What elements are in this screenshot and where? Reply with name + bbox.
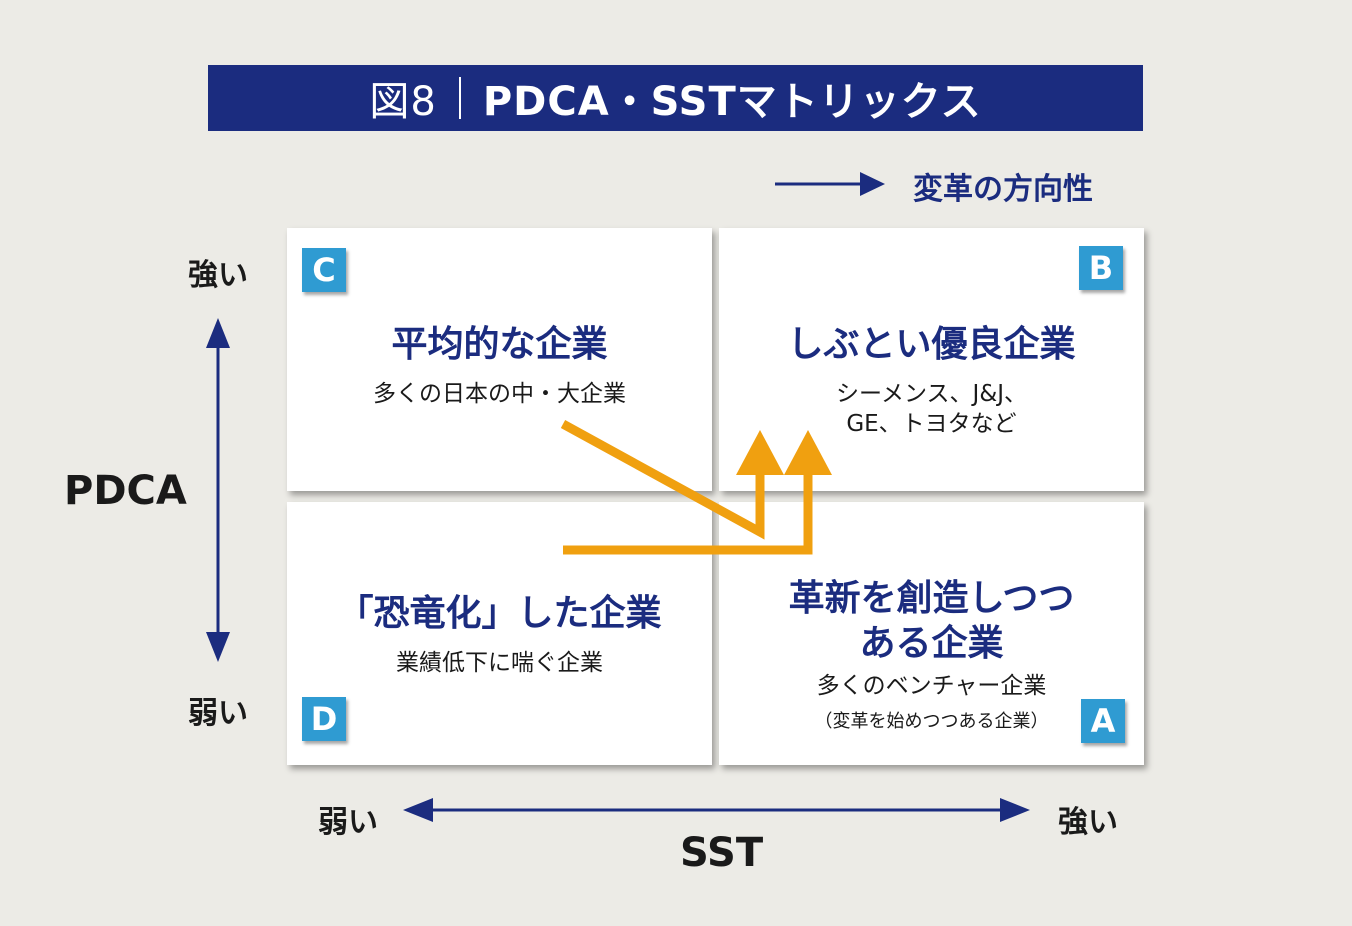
quadrant-a-note: （変革を始めつつある企業） xyxy=(814,711,1049,732)
quadrant-a-title-1: 革新を創造しつつ xyxy=(788,578,1075,619)
quadrant-b-title: しぶとい優良企業 xyxy=(787,324,1076,365)
badge-c: C xyxy=(302,248,346,292)
y-axis-name: PDCA xyxy=(64,468,187,514)
figure-title-bar: 図8 PDCA・SSTマトリックス xyxy=(208,65,1143,131)
figure-title: PDCA・SSTマトリックス xyxy=(482,79,982,125)
badge-d: D xyxy=(302,697,346,741)
quadrant-c: C 平均的な企業 多くの日本の中・大企業 xyxy=(287,228,712,491)
y-axis-low-label: 弱い xyxy=(188,696,248,731)
x-axis-high-label: 強い xyxy=(1058,805,1118,840)
y-axis-high-label: 強い xyxy=(188,258,248,293)
title-separator xyxy=(458,77,461,119)
x-axis-name: SST xyxy=(680,830,764,876)
x-axis-low-label: 弱い xyxy=(318,805,378,840)
quadrant-a-title-2: ある企業 xyxy=(859,623,1004,664)
x-axis-arrow-icon xyxy=(403,798,1030,822)
quadrant-d-subtitle: 業績低下に喘ぐ企業 xyxy=(396,650,603,676)
quadrant-b: B しぶとい優良企業 シーメンス、J&J、 GE、トヨタなど xyxy=(719,228,1144,491)
quadrant-d-title: 「恐竜化」した企業 xyxy=(337,593,662,634)
quadrant-b-subtitle-2: GE、トヨタなど xyxy=(846,411,1017,437)
direction-arrow-icon xyxy=(775,172,885,196)
quadrant-c-title: 平均的な企業 xyxy=(391,324,608,365)
quadrant-c-subtitle: 多くの日本の中・大企業 xyxy=(373,381,626,407)
y-axis-arrow-icon xyxy=(206,318,230,662)
transformation-path-from-d-icon xyxy=(563,430,832,555)
quadrant-a-subtitle: 多くのベンチャー企業 xyxy=(816,673,1047,699)
figure-number: 図8 xyxy=(369,79,437,125)
transformation-path-from-c-icon xyxy=(560,420,784,540)
direction-label: 変革の方向性 xyxy=(913,172,1093,207)
quadrant-b-subtitle-1: シーメンス、J&J、 xyxy=(835,381,1028,407)
badge-b: B xyxy=(1079,246,1123,290)
badge-a: A xyxy=(1081,699,1125,743)
